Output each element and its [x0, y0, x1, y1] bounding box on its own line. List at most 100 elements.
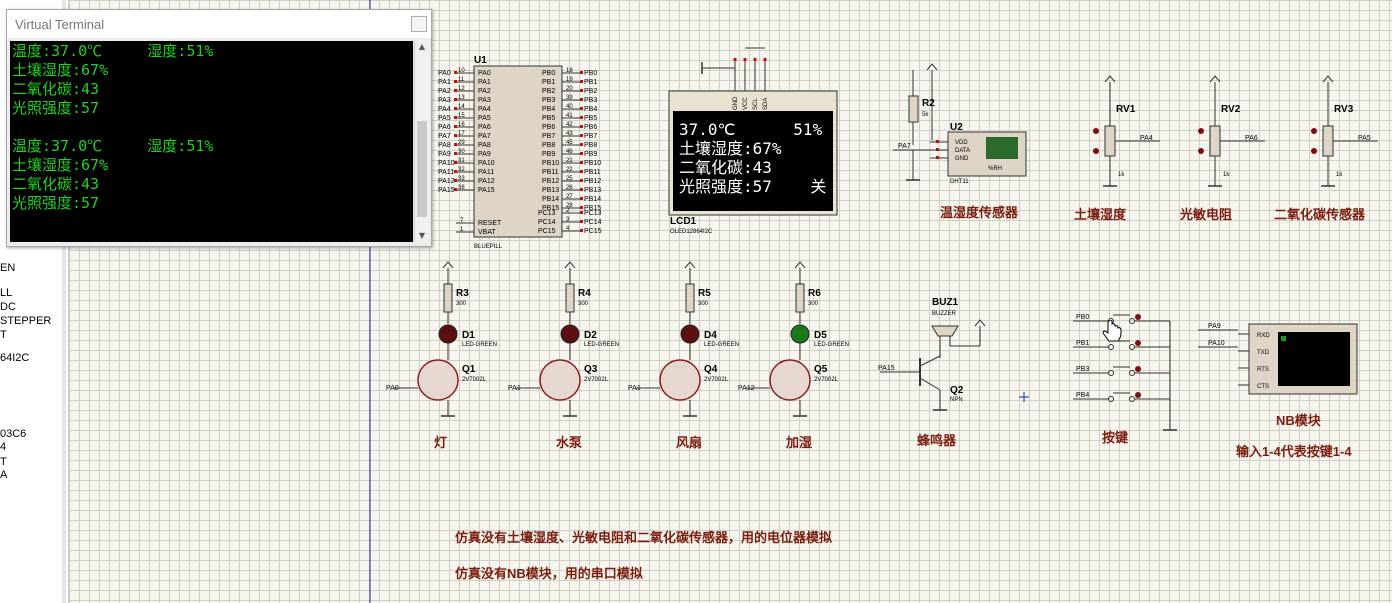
mosfet-model: 2V7002L: [462, 377, 487, 383]
pot-value: 1k: [1223, 172, 1230, 178]
sidebar-item[interactable]: T: [0, 456, 7, 468]
pot-terminal: [1093, 148, 1099, 154]
pin-dot: [580, 125, 583, 128]
sidebar-item[interactable]: 4: [0, 441, 7, 453]
mcu-pin-label: PB11: [542, 169, 559, 176]
net-label: PB8: [584, 142, 597, 149]
mcu-pin-number: 25: [566, 176, 573, 182]
resistor-value: 300: [578, 301, 589, 307]
pin-dot: [580, 170, 583, 173]
mcu-pin-label: PA1: [478, 79, 491, 86]
mcu-pin-label: PA11: [478, 169, 494, 176]
pin-dot: [580, 197, 583, 200]
sidebar-item[interactable]: T: [0, 329, 7, 341]
led-ref: D4: [704, 330, 717, 341]
net-label: PA0: [438, 70, 451, 77]
net-label: PB12: [584, 178, 601, 185]
power-icon: [684, 261, 696, 269]
net-label: PC15: [584, 228, 602, 235]
mcu-pin-label: PA3: [478, 97, 491, 104]
sidebar-item[interactable]: A: [0, 469, 8, 481]
mcu-pin-label: VBAT: [478, 229, 496, 236]
pot-body: [1209, 125, 1221, 157]
mcu-pin-number: 22: [566, 167, 573, 173]
sidebar-item[interactable]: 64I2C: [0, 352, 30, 364]
led-off-icon: [438, 324, 458, 344]
pin-dot: [580, 220, 583, 223]
resistor-ref: R6: [808, 288, 821, 299]
mcu-body[interactable]: [473, 65, 563, 238]
pin-dot: [454, 107, 457, 110]
resistor-body: [565, 283, 575, 313]
mcu-bluepill[interactable]: U1BLUEPILLPA010PA0PA111PA1PA212PA2PA313P…: [438, 55, 602, 250]
net-label: PA7: [898, 143, 911, 150]
sidebar-item[interactable]: DC: [0, 301, 16, 313]
pin-dot: [580, 143, 583, 146]
mcu-pin-label: PA8: [478, 142, 491, 149]
switch-contact: [1108, 396, 1114, 402]
resistor-value: 5k: [922, 112, 929, 118]
mcu-pin-label: PC13: [538, 210, 556, 217]
sidebar-item[interactable]: LL: [0, 287, 13, 299]
pot-value: 1k: [1336, 172, 1343, 178]
resistor-ref: R5: [698, 288, 711, 299]
pin-dot: [743, 58, 747, 61]
mosfet-drivers[interactable]: R3300D1LED-GREENQ12V7002LPA0灯R4300D2LED-…: [386, 261, 849, 450]
mcu-pin-label: PB14: [542, 196, 559, 203]
pot-caption: 光敏电阻: [1179, 207, 1232, 222]
dht-pin-label: DATA: [955, 148, 970, 154]
scroll-down-icon[interactable]: ▼: [418, 231, 426, 240]
pin-dot: [454, 152, 457, 155]
transistor-emitter: [919, 377, 941, 391]
net-label: PB4: [584, 106, 597, 113]
terminal-line: 温度:37.0℃ 湿度:51%: [12, 42, 214, 60]
mosfet-model: 2V7002L: [704, 377, 729, 383]
net-label: PA1: [508, 385, 521, 392]
resistor-value: 300: [456, 301, 467, 307]
mosfet-model: 2V7002L: [814, 377, 839, 383]
virtual-terminal-window[interactable]: Virtual Terminal 温度:37.0℃ 湿度:51%土壤湿度:67%…: [6, 9, 432, 247]
note-text: 仿真没有NB模块，用的串口模拟: [455, 566, 643, 581]
pot-terminal: [1311, 128, 1317, 134]
pin-dot: [580, 211, 583, 214]
switch-contact: [1108, 370, 1114, 376]
pin-dot: [454, 179, 457, 182]
mcu-pin-label: PA9: [478, 151, 491, 158]
buzzer-ref: BUZ1: [932, 297, 959, 308]
net-label: PA4: [438, 106, 451, 113]
dht-pin-label: VDD: [955, 140, 968, 146]
mcu-pin-label: PA0: [478, 70, 491, 77]
sidebar-item[interactable]: EN: [0, 262, 16, 274]
pin-dot: [580, 152, 583, 155]
switch-contact: [1129, 344, 1135, 350]
close-icon[interactable]: [411, 16, 427, 32]
nb-terminal-screen: [1278, 332, 1350, 386]
oled-pin-label: SDA: [763, 98, 769, 110]
net-label: PC13: [584, 210, 602, 217]
resistor-body: [795, 283, 805, 313]
sidebar-item[interactable]: 03C6: [0, 428, 27, 440]
terminal-scrollbar[interactable]: ▲ ▼: [414, 41, 429, 242]
net-label: PA12: [738, 385, 755, 392]
mcu-pin-number: 45: [566, 140, 573, 146]
scrollbar-thumb[interactable]: [417, 121, 427, 217]
sidebar-item[interactable]: STEPPER: [0, 315, 52, 327]
hand-cursor-icon: [1102, 320, 1122, 342]
nb-pin-label: TXD: [1257, 350, 1270, 356]
pot-ref: RV1: [1116, 104, 1136, 115]
net-label: PB9: [584, 151, 597, 158]
net-label: PA2: [438, 88, 451, 95]
mcu-pin-number: 28: [566, 203, 573, 209]
scroll-up-icon[interactable]: ▲: [418, 42, 426, 51]
terminal-titlebar[interactable]: Virtual Terminal: [7, 10, 431, 38]
resistor-body: [685, 283, 695, 313]
led-on-icon: [790, 324, 810, 344]
oled-model: OLED12864I2C: [670, 229, 713, 235]
